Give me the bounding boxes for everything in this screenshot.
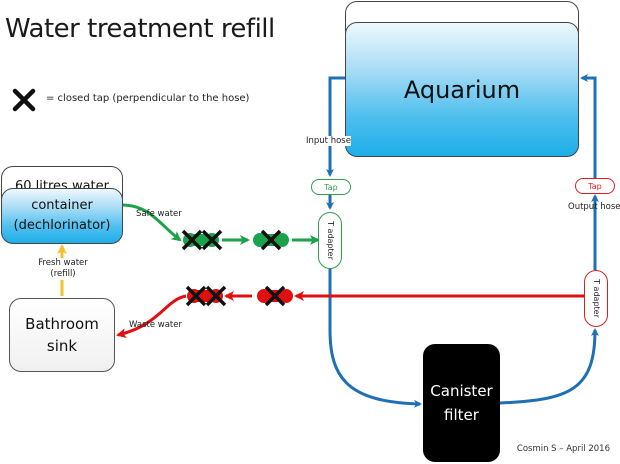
container-label-line3: (dechlorinator) xyxy=(13,218,111,233)
t-adapter-to-filter-line xyxy=(328,268,422,408)
diagram-title: Water treatment refill xyxy=(5,14,275,44)
safe-water-label: Safe water xyxy=(136,209,182,219)
waste-water-line-3 xyxy=(116,294,187,339)
aquarium-node[interactable]: Aquarium xyxy=(345,22,579,157)
canister-filter-node[interactable]: Canister filter xyxy=(423,344,500,462)
sink-label-line1: Bathroom xyxy=(25,315,99,333)
sink-label-line2: sink xyxy=(46,337,78,355)
filter-to-t-adapter-line xyxy=(499,328,599,405)
filter-label-line2: filter xyxy=(444,406,479,424)
filter-label-line1: Canister xyxy=(430,382,493,400)
container-node[interactable]: container (dechlorinator) xyxy=(1,188,123,244)
bathroom-sink-node[interactable]: Bathroom sink xyxy=(9,298,115,372)
input-tap-label: Tap xyxy=(324,182,338,192)
input-t-adapter[interactable]: T adapter xyxy=(318,212,342,269)
container-label-line2: container xyxy=(31,198,93,213)
author-credit: Cosmin S – April 2016 xyxy=(516,444,610,454)
aquarium-label: Aquarium xyxy=(403,75,521,104)
fresh-water-label-line1: Fresh water xyxy=(38,258,88,268)
output-t-adapter-label: T adapter xyxy=(591,279,601,318)
input-hose-label: Input hose xyxy=(306,136,351,146)
legend-text: = closed tap (perpendicular to the hose) xyxy=(46,93,250,104)
input-hose-line xyxy=(326,76,346,177)
waste-water-closed-valve-2[interactable] xyxy=(257,285,293,307)
output-hose-line xyxy=(580,74,597,178)
output-t-adapter[interactable]: T adapter xyxy=(584,270,608,327)
output-tap-label: Tap xyxy=(588,181,602,191)
safe-water-closed-valves-1[interactable] xyxy=(181,229,223,251)
closed-tap-legend-icon xyxy=(12,88,36,112)
fresh-water-label-line2: (refill) xyxy=(50,269,76,279)
waste-water-label: Waste water xyxy=(129,320,182,330)
input-t-adapter-label: T adapter xyxy=(325,221,335,260)
safe-water-line-1 xyxy=(121,203,182,242)
output-hose-label: Output hose xyxy=(568,202,620,212)
input-tap[interactable]: Tap xyxy=(311,179,351,195)
output-tap[interactable]: Tap xyxy=(575,178,615,194)
fresh-water-label: Fresh water (refill) xyxy=(37,258,89,280)
safe-water-closed-valve-2[interactable] xyxy=(253,229,289,251)
waste-water-closed-valves-1[interactable] xyxy=(185,285,227,307)
